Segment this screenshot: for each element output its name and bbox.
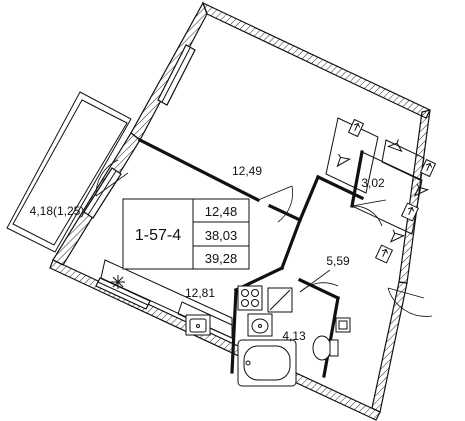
hallway-area-label: 5,59 bbox=[326, 254, 350, 268]
hanger-icon bbox=[389, 229, 406, 243]
hanger-icon bbox=[400, 202, 420, 222]
toilet-icon bbox=[312, 335, 339, 361]
wall-bedroom-kitchen bbox=[137, 137, 261, 203]
wall-bottom-right bbox=[371, 281, 408, 413]
total-area-value: 38,03 bbox=[205, 228, 238, 243]
bathtub-icon bbox=[237, 339, 297, 387]
hanger-icon bbox=[347, 118, 365, 138]
wall-right bbox=[398, 109, 431, 284]
water-heater-icon bbox=[267, 287, 293, 313]
sink-icon bbox=[247, 313, 273, 337]
apartment-info-box: 1-57-4 12,48 38,03 39,28 bbox=[122, 198, 250, 270]
kitchen-sink-icon bbox=[185, 314, 211, 336]
bathroom-area-label: 4,13 bbox=[282, 329, 306, 343]
hanger-icon bbox=[336, 153, 351, 168]
stove-icon bbox=[237, 285, 263, 311]
apartment-code: 1-57-4 bbox=[135, 227, 181, 244]
bedroom-area-label: 12,49 bbox=[232, 164, 262, 178]
kitchen-area-label: 12,81 bbox=[185, 286, 215, 300]
balcony-outline bbox=[6, 91, 132, 253]
hanger-icon bbox=[386, 139, 403, 153]
washer-icon bbox=[335, 317, 351, 333]
closet-area-label: 3,02 bbox=[361, 176, 385, 190]
balcony-area-label: 4,18(1,25) bbox=[30, 204, 85, 218]
hanger-icon bbox=[419, 158, 437, 178]
hanger-icon bbox=[413, 183, 430, 197]
wall-top bbox=[201, 1, 431, 119]
hanger-icon bbox=[374, 244, 394, 264]
living-area-value: 12,48 bbox=[205, 204, 238, 219]
ventilation-icon bbox=[111, 275, 125, 289]
wall-bedroom-left bbox=[130, 1, 208, 141]
total-area-with-balcony-value: 39,28 bbox=[205, 251, 238, 266]
